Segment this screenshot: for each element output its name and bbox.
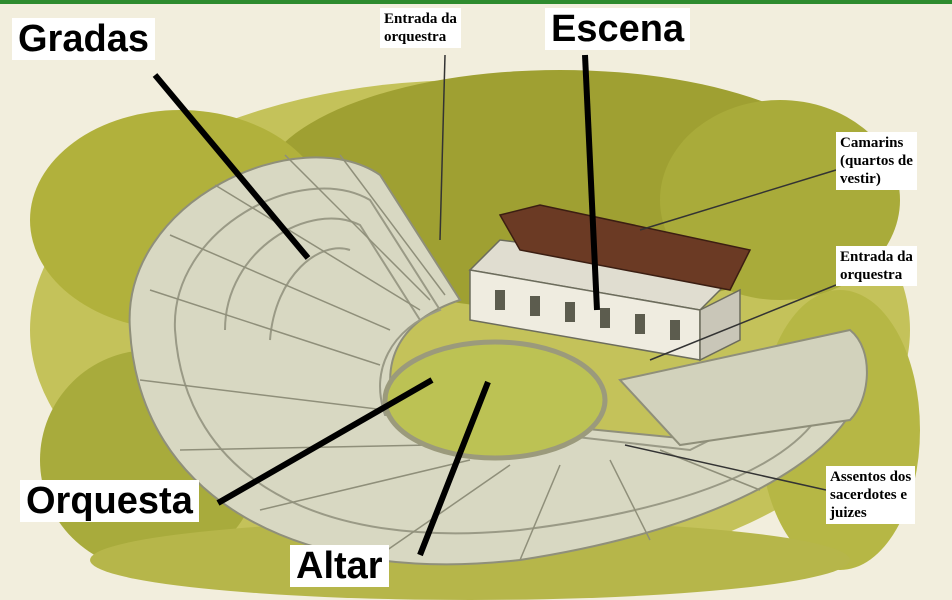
label-camarins: Camarins (quartos de vestir) [836, 132, 917, 190]
pointer-lines [152, 54, 837, 557]
pointer-entrada-top [439, 54, 446, 241]
pointer-orquesta [216, 377, 434, 506]
pointer-escena [582, 54, 600, 311]
label-escena: Escena [545, 8, 691, 50]
label-entrada-orquestra-right: Entrada da orquestra [836, 246, 917, 286]
orchestra-floor [382, 339, 608, 461]
label-orquesta: Orquesta [20, 480, 199, 522]
label-altar: Altar [290, 545, 389, 587]
pointer-entrada-right [649, 284, 837, 361]
pointer-gradas [152, 73, 311, 260]
label-gradas: Gradas [12, 18, 155, 60]
label-assentos: Assentos dos sacerdotes e juizes [826, 466, 916, 524]
pointer-altar [417, 380, 491, 557]
auditorium-seating [128, 154, 868, 566]
top-accent-bar [0, 0, 952, 4]
pointer-assentos [624, 444, 827, 491]
stage-building [468, 204, 752, 362]
label-entrada-orquestra-top: Entrada da orquestra [380, 8, 461, 48]
pointer-camarins [639, 169, 837, 231]
